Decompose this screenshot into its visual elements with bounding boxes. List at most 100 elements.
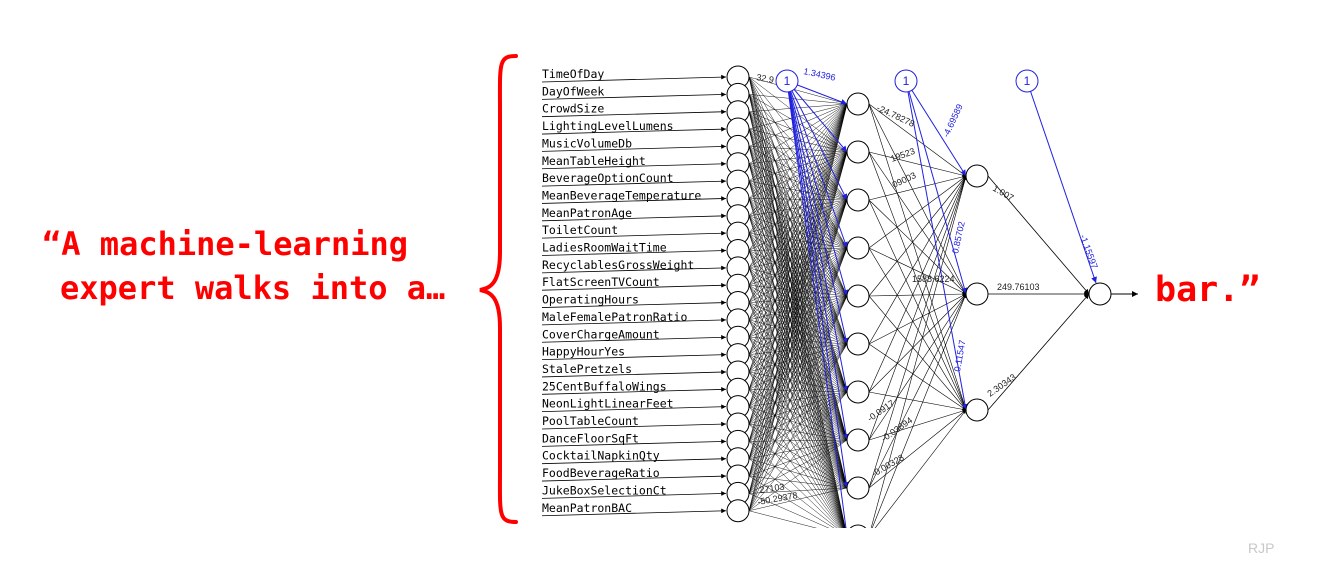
edge-hidden1-hidden2 <box>874 409 967 528</box>
edge-input-hidden1 <box>748 151 848 494</box>
edge-input-hidden1 <box>748 199 848 494</box>
edge-input-hidden1 <box>748 151 848 355</box>
input-arrow <box>541 491 727 499</box>
edge-hidden1-hidden2 <box>870 175 967 528</box>
joke-setup-line-2: expert walks into a… <box>60 269 446 307</box>
input-arrow <box>541 74 727 83</box>
edge-input-hidden1 <box>748 151 848 442</box>
edge-input-hidden1 <box>748 94 848 489</box>
edge-bias-hidden1 <box>786 80 848 201</box>
input-arrow <box>541 473 727 482</box>
edge-hidden1-hidden2 <box>868 199 967 411</box>
edge-input-hidden1 <box>748 247 848 459</box>
edge-input-hidden1 <box>748 391 848 477</box>
edge-input-hidden1 <box>748 343 848 425</box>
edge-input-hidden1 <box>748 128 848 441</box>
edge-input-hidden1 <box>748 343 848 390</box>
hidden1-node <box>846 380 870 404</box>
edge-hidden1-hidden2 <box>868 151 967 295</box>
edge-input-hidden1 <box>748 354 848 393</box>
edge-input-hidden1 <box>748 111 848 489</box>
bias-node-1-label: 1 <box>784 74 791 88</box>
hidden1-node <box>846 428 870 452</box>
edge-input-hidden1 <box>748 151 848 373</box>
edge-hidden1-hidden2 <box>868 292 967 297</box>
edge-input-hidden1 <box>748 319 848 489</box>
edge-input-hidden1 <box>748 199 848 442</box>
input-arrow <box>541 196 727 204</box>
edge-input-hidden1 <box>748 389 848 489</box>
edge-input-hidden1 <box>748 103 848 511</box>
input-arrow <box>541 334 727 343</box>
edge-input-hidden1 <box>748 215 848 393</box>
edge-hidden1-hidden2 <box>868 175 967 201</box>
weight-label: 1588.6224 <box>912 274 955 284</box>
joke-setup: “A machine-learning expert walks into a… <box>42 222 482 310</box>
edge-input-hidden1 <box>748 406 848 489</box>
author-signature: RJP <box>1248 540 1275 556</box>
edge-input-hidden1 <box>748 423 848 441</box>
input-label-23: FoodBeverageRatio <box>542 466 660 480</box>
edge-input-hidden1 <box>748 103 848 407</box>
hidden1-node <box>849 524 867 528</box>
edge-input-hidden1 <box>748 151 848 321</box>
input-arrow <box>541 109 727 118</box>
edge-input-hidden1 <box>748 151 848 338</box>
hidden1-node <box>846 284 870 308</box>
input-label-20: PoolTableCount <box>542 414 639 428</box>
edge-input-hidden1 <box>748 103 848 130</box>
edge-bias-hidden2 <box>905 80 968 295</box>
input-arrow <box>541 265 727 274</box>
edge-input-hidden1 <box>748 247 848 425</box>
edge-input-hidden1 <box>748 103 848 355</box>
edge-hidden1-hidden2 <box>868 103 967 295</box>
input-arrow <box>541 178 727 187</box>
weight-label: 19523 <box>889 146 916 164</box>
edge-bias-output <box>1026 80 1097 284</box>
edge-input-hidden1 <box>748 103 848 251</box>
edge-bias-hidden2 <box>905 80 967 177</box>
edge-input-hidden1 <box>748 343 848 355</box>
edge-hidden1-hidden2 <box>868 175 967 489</box>
edge-input-hidden1 <box>748 146 848 441</box>
edge-input-hidden1 <box>748 103 848 303</box>
edge-hidden1-hidden2 <box>868 151 967 177</box>
input-label-19: NeonLightLinearFeet <box>542 397 674 411</box>
edge-input-hidden1 <box>748 267 848 489</box>
edge-input-hidden1 <box>748 510 817 528</box>
edge-input-hidden1 <box>748 285 848 489</box>
edge-input-hidden1 <box>748 103 848 234</box>
connection-edges <box>541 74 1138 528</box>
input-arrow <box>541 300 727 308</box>
input-arrow <box>541 508 727 517</box>
edge-input-hidden1 <box>748 493 830 528</box>
input-arrow <box>541 213 727 222</box>
edge-input-hidden1 <box>748 151 848 286</box>
edge-hidden2-output <box>987 175 1090 295</box>
input-label-8: MeanPatronAge <box>542 206 632 220</box>
edge-hidden1-hidden2 <box>868 175 967 345</box>
weight-label: -0.00328 <box>870 452 906 478</box>
edge-input-hidden1 <box>748 199 848 286</box>
input-node <box>726 499 750 523</box>
edge-input-hidden1 <box>748 199 848 477</box>
edge-input-hidden1 <box>748 391 848 442</box>
edge-input-hidden1 <box>748 199 848 303</box>
edge-input-hidden1 <box>748 487 848 494</box>
input-label-3: LightingLevelLumens <box>542 119 674 133</box>
edge-input-hidden1 <box>748 295 848 511</box>
edge-input-hidden1 <box>748 103 848 373</box>
edge-input-hidden1 <box>748 111 848 441</box>
input-label-0: TimeOfDay <box>542 67 604 81</box>
weight-label: 27103 <box>759 482 785 495</box>
bias-node-2 <box>894 69 918 93</box>
edge-input-hidden1 <box>748 295 848 494</box>
edge-input-hidden1 <box>748 94 848 441</box>
bias-node-3-label: 1 <box>1024 74 1031 88</box>
edge-hidden1-hidden2 <box>868 293 967 441</box>
edge-input-hidden1 <box>748 406 848 441</box>
edge-input-hidden1 <box>748 295 848 477</box>
hidden1-node <box>846 476 870 500</box>
input-label-15: CoverChargeAmount <box>542 327 660 341</box>
